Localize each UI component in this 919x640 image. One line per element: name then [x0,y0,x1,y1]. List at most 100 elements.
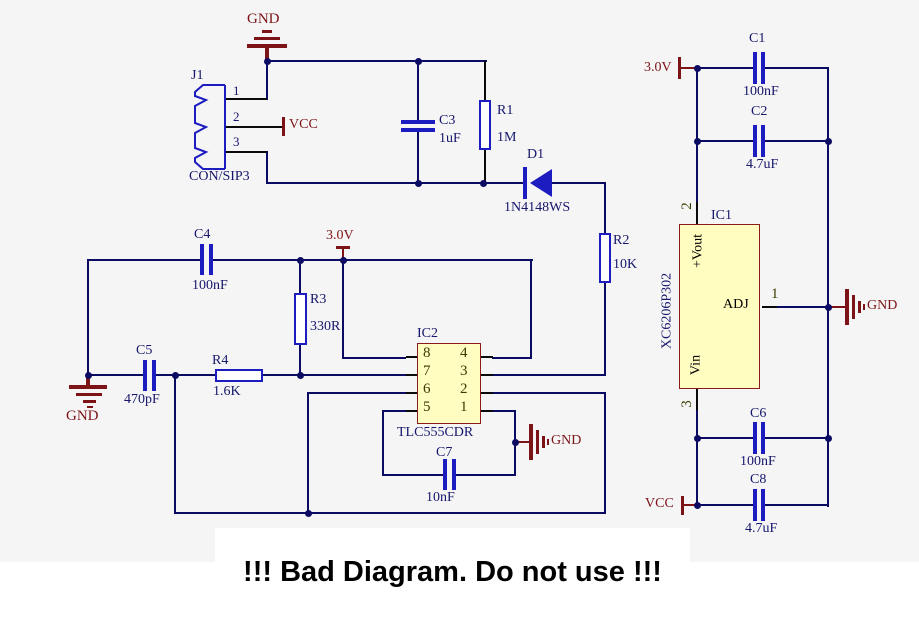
pin-wire [481,392,493,394]
wire [696,409,698,506]
wire [308,392,406,394]
r3-value-label: 330R [310,319,341,334]
ic1-vout-pin-label: +Vout [690,233,706,269]
d1-ref-label: D1 [527,147,545,162]
wire [342,259,344,359]
ic2-pin2-number: 2 [460,381,468,397]
capacitor-plate [761,489,765,521]
wire [552,182,606,184]
wire [696,67,698,202]
wire [417,132,419,184]
gnd-icon [254,37,280,40]
wire [604,283,606,376]
pin-wire [481,374,493,376]
wire [776,306,829,308]
pin-wire [484,61,486,101]
resistor-r2 [599,233,611,283]
junction-dot [480,180,487,187]
c7-ref-label: C7 [436,445,453,460]
junction-dot [694,502,701,509]
ic2-ref-label: IC2 [417,326,438,341]
rail-bar [678,57,681,79]
c5-ref-label: C5 [136,343,153,358]
gnd-icon [858,301,861,313]
ic1-pin3-number: 3 [678,400,695,408]
gnd-icon [262,30,272,33]
ic2-pin4-number: 4 [460,345,468,361]
junction-dot [694,65,701,72]
wire [765,437,829,439]
wire [492,392,606,394]
wire [266,151,268,184]
gnd-icon [845,289,849,325]
capacitor-plate [753,125,757,157]
junction-dot [694,138,701,145]
junction-dot [415,58,422,65]
wire [696,504,753,506]
gnd-icon [76,393,102,396]
wire [87,374,143,376]
pin-wire [225,151,267,153]
gnd-icon [247,44,287,48]
gnd-icon [83,400,96,403]
ic1-ref-label: IC1 [711,208,732,223]
ic1-adj-pin-label: ADJ [723,297,749,312]
pin-wire [406,374,418,376]
capacitor-plate [753,52,757,84]
ic2-pin8-number: 8 [423,345,431,361]
vcc-label: VCC [645,496,674,511]
vcc-bar [681,496,684,515]
junction-dot [825,435,832,442]
ic1-pin1-number: 1 [771,286,779,302]
wire [299,259,301,295]
j1-pin2-label: 2 [233,109,240,124]
gnd-label: GND [66,408,99,424]
gnd-icon [852,295,855,319]
j1-pin3-label: 3 [233,134,240,149]
gnd-icon [529,424,533,460]
gnd-stem [265,47,269,61]
pin-wire [406,410,418,412]
rail-stem [342,249,344,260]
capacitor-plate [753,422,757,454]
wire [827,67,829,507]
pin-wire [406,356,418,358]
wire [87,259,89,376]
wire [765,140,829,142]
ic2-pin5-number: 5 [423,399,431,415]
j1-pin1-label: 1 [233,83,240,98]
c6-ref-label: C6 [750,406,767,421]
c8-ref-label: C8 [750,472,767,487]
gnd-icon [69,385,107,389]
pin-wire [481,356,493,358]
junction-dot [694,435,701,442]
junction-dot [305,510,312,517]
wire [382,410,384,476]
vcc-label: VCC [289,117,318,132]
gnd-stem [829,306,845,308]
c3-ref-label: C3 [439,113,456,128]
wire [696,67,753,69]
capacitor-plate [152,360,156,391]
c4-ref-label: C4 [194,227,211,242]
c7-value-label: 10nF [426,490,455,505]
rail-3v0-label: 3.0V [326,228,354,243]
wire [530,259,532,359]
junction-dot [297,257,304,264]
warning-background [215,528,690,640]
gnd-stem [517,441,530,443]
wire [696,140,753,142]
wire [696,437,753,439]
gnd-icon [542,436,545,448]
capacitor-plate [401,128,435,132]
gnd-label: GND [867,298,898,313]
ic2-pin3-number: 3 [460,363,468,379]
wire [492,357,532,359]
c5-value-label: 470pF [124,392,160,407]
d1-value-label: 1N4148WS [504,200,571,215]
vcc-bar [282,117,285,136]
wire [266,60,268,100]
wire [266,60,487,62]
c1-value-label: 100nF [743,84,779,99]
